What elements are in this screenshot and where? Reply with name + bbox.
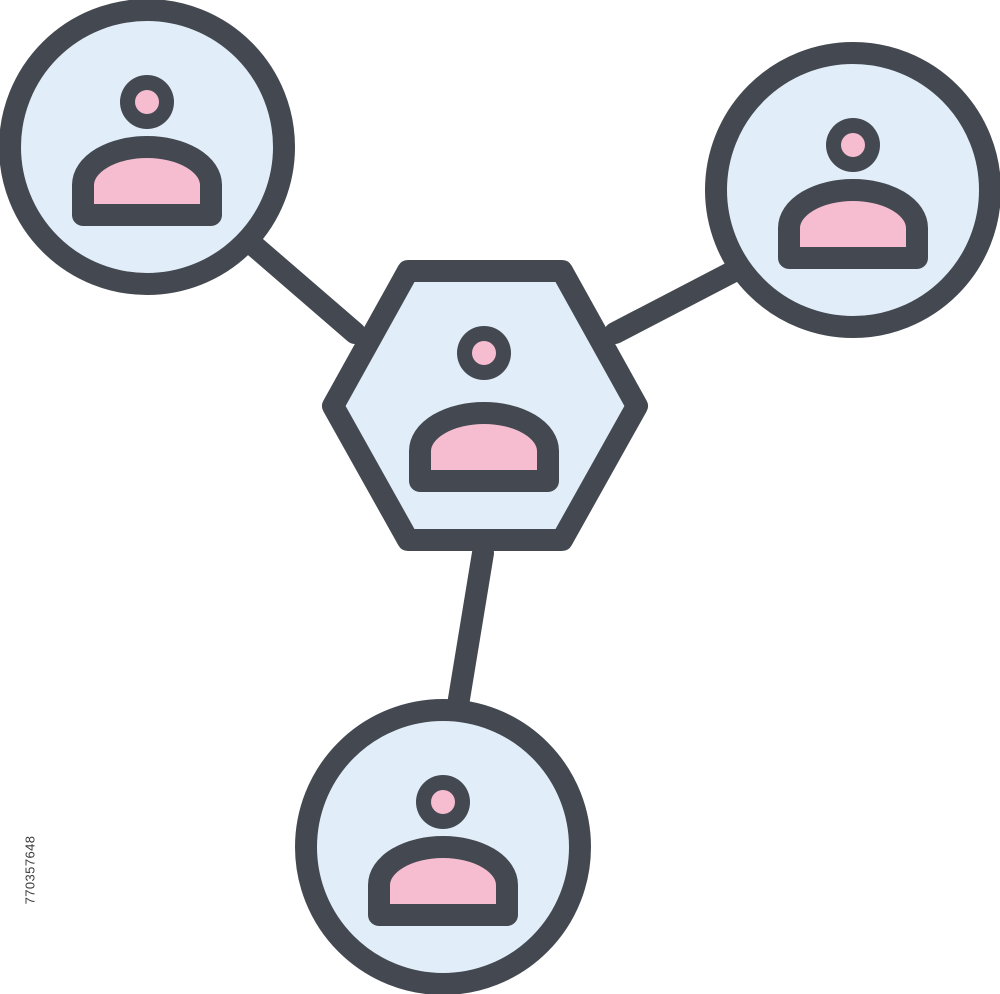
- user-head-dot: [472, 341, 496, 365]
- user-head-dot: [841, 133, 865, 157]
- stock-id-label: 770357648: [22, 835, 38, 905]
- user-head-dot: [135, 90, 159, 114]
- user-icon: [778, 118, 928, 269]
- edge-hub-top-left: [234, 227, 366, 344]
- user-body: [409, 402, 559, 492]
- user-body: [72, 136, 222, 226]
- user-icon: [368, 775, 518, 926]
- user-body: [778, 179, 928, 269]
- connectors: [234, 227, 751, 716]
- edge-hub-bottom: [447, 542, 494, 716]
- user-head-dot: [431, 790, 455, 814]
- node-top-left: [0, 0, 295, 295]
- user-body: [368, 836, 518, 926]
- node-bottom: [295, 699, 591, 994]
- node-top-right: [705, 42, 1000, 338]
- edge-hub-top-right: [604, 257, 751, 344]
- hub-user-icon: [409, 326, 559, 492]
- user-icon: [72, 75, 222, 226]
- hub-node: [322, 260, 648, 551]
